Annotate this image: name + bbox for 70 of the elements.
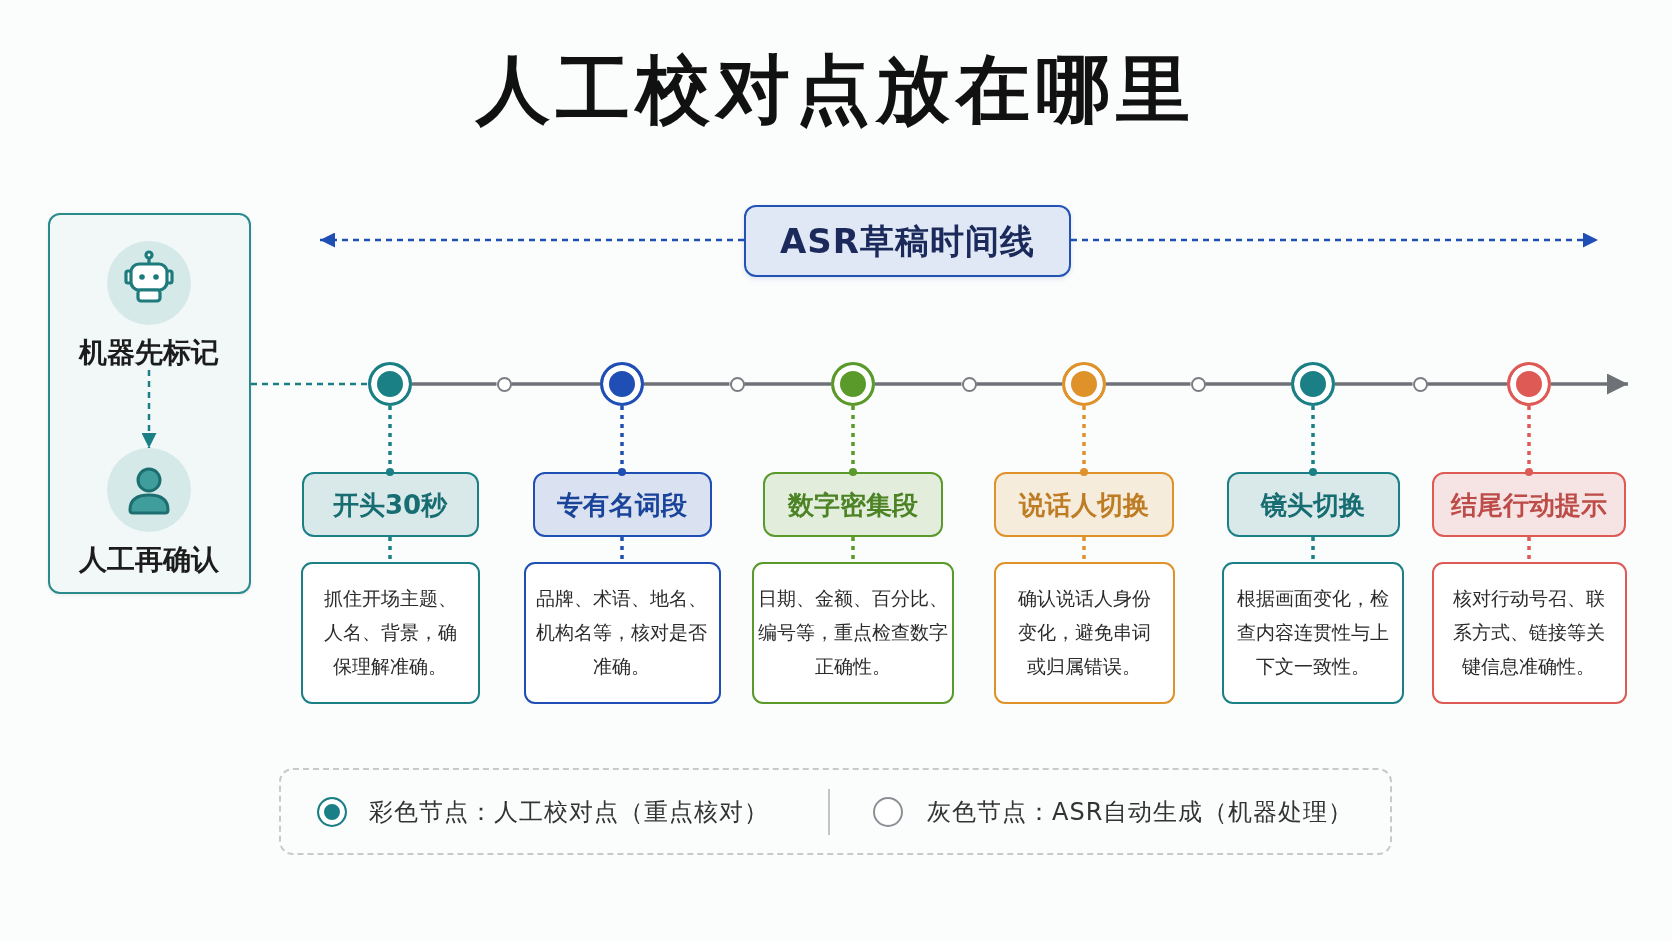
arrow	[1071, 232, 1598, 248]
description-card	[523, 562, 721, 704]
connector-line	[412, 382, 497, 386]
connector-line	[251, 382, 368, 386]
checkpoint-ring-icon	[1291, 362, 1335, 406]
legend-text: 灰色节点：ASR自动生成（机器处理）	[927, 797, 1354, 827]
connector-line	[851, 537, 855, 562]
description-card	[1431, 562, 1627, 704]
description-text: 确认说话人身份变化，避免串词或归属错误。	[1016, 587, 1152, 679]
segment-title: 数字密集段	[788, 488, 918, 521]
segment-tag	[301, 472, 479, 537]
connector-line	[1311, 537, 1315, 562]
connector-line	[1082, 537, 1086, 562]
step-panel	[48, 213, 251, 594]
connector-line	[1309, 406, 1317, 476]
connector-line	[386, 406, 394, 476]
timeline-dot-icon	[961, 376, 977, 392]
segment-title: 说话人切换	[1019, 488, 1149, 521]
connector-line	[620, 537, 624, 562]
description-card	[300, 562, 480, 704]
description-card	[752, 562, 954, 704]
checkpoint-ring-icon	[1507, 362, 1551, 406]
description-text: 根据画面变化，检查内容连贯性与上下文一致性。	[1236, 587, 1390, 679]
connector-line	[511, 382, 600, 386]
connector-line	[875, 382, 962, 386]
timeline-dot-icon	[1412, 376, 1428, 392]
connector-line	[388, 537, 392, 562]
description-text: 核对行动号召、联系方式、链接等关键信息准确性。	[1452, 587, 1606, 679]
description-text: 抓住开场主题、人名、背景，确保理解准确。	[322, 587, 458, 679]
timeline-dot-icon	[729, 376, 745, 392]
connector-line	[976, 382, 1062, 386]
segment-title: 开头30秒	[332, 488, 448, 521]
connector-line	[1205, 382, 1291, 386]
checkpoint-ring-icon	[831, 362, 875, 406]
checkpoint-ring-icon	[1062, 362, 1106, 406]
connector-line	[618, 406, 626, 476]
timeline-header-box	[744, 205, 1071, 277]
checkpoint-ring-icon	[600, 362, 644, 406]
description-text: 日期、金额、百分比、编号等，重点检查数字正确性。	[757, 587, 949, 679]
checkpoint-ring-icon	[368, 362, 412, 406]
description-card	[1222, 562, 1404, 704]
connector-line	[644, 382, 730, 386]
connector-line	[849, 406, 857, 476]
step-label: 机器先标记	[79, 336, 219, 370]
title: 人工校对点放在哪里	[476, 49, 1196, 131]
description-text: 品牌、术语、地名、机构名等，核对是否准确。	[535, 587, 709, 679]
timeline-dot-icon	[1190, 376, 1206, 392]
arrow	[1551, 373, 1628, 395]
step-label: 人工再确认	[79, 543, 219, 577]
connector-line	[1080, 406, 1088, 476]
timeline-dot-icon	[496, 376, 512, 392]
description-card	[993, 562, 1175, 704]
segment-tag	[1226, 472, 1400, 537]
connector-line	[1427, 382, 1507, 386]
connector-line	[1335, 382, 1413, 386]
connector-line	[744, 382, 831, 386]
segment-title: 专有名词段	[557, 488, 687, 521]
connector-line	[1106, 382, 1191, 386]
arrow	[141, 370, 157, 448]
segment-title: 结尾行动提示	[1451, 488, 1607, 521]
segment-tag	[1432, 472, 1626, 537]
segment-tag	[994, 472, 1174, 537]
arrow	[320, 232, 744, 248]
timeline-header-text: ASR草稿时间线	[780, 221, 1035, 261]
segment-title: 镜头切换	[1261, 488, 1365, 521]
connector-line	[1527, 537, 1531, 562]
segment-tag	[763, 472, 943, 537]
segment-tag	[532, 472, 712, 537]
legend-text: 彩色节点：人工校对点（重点核对）	[369, 797, 769, 827]
connector-line	[1525, 406, 1533, 476]
